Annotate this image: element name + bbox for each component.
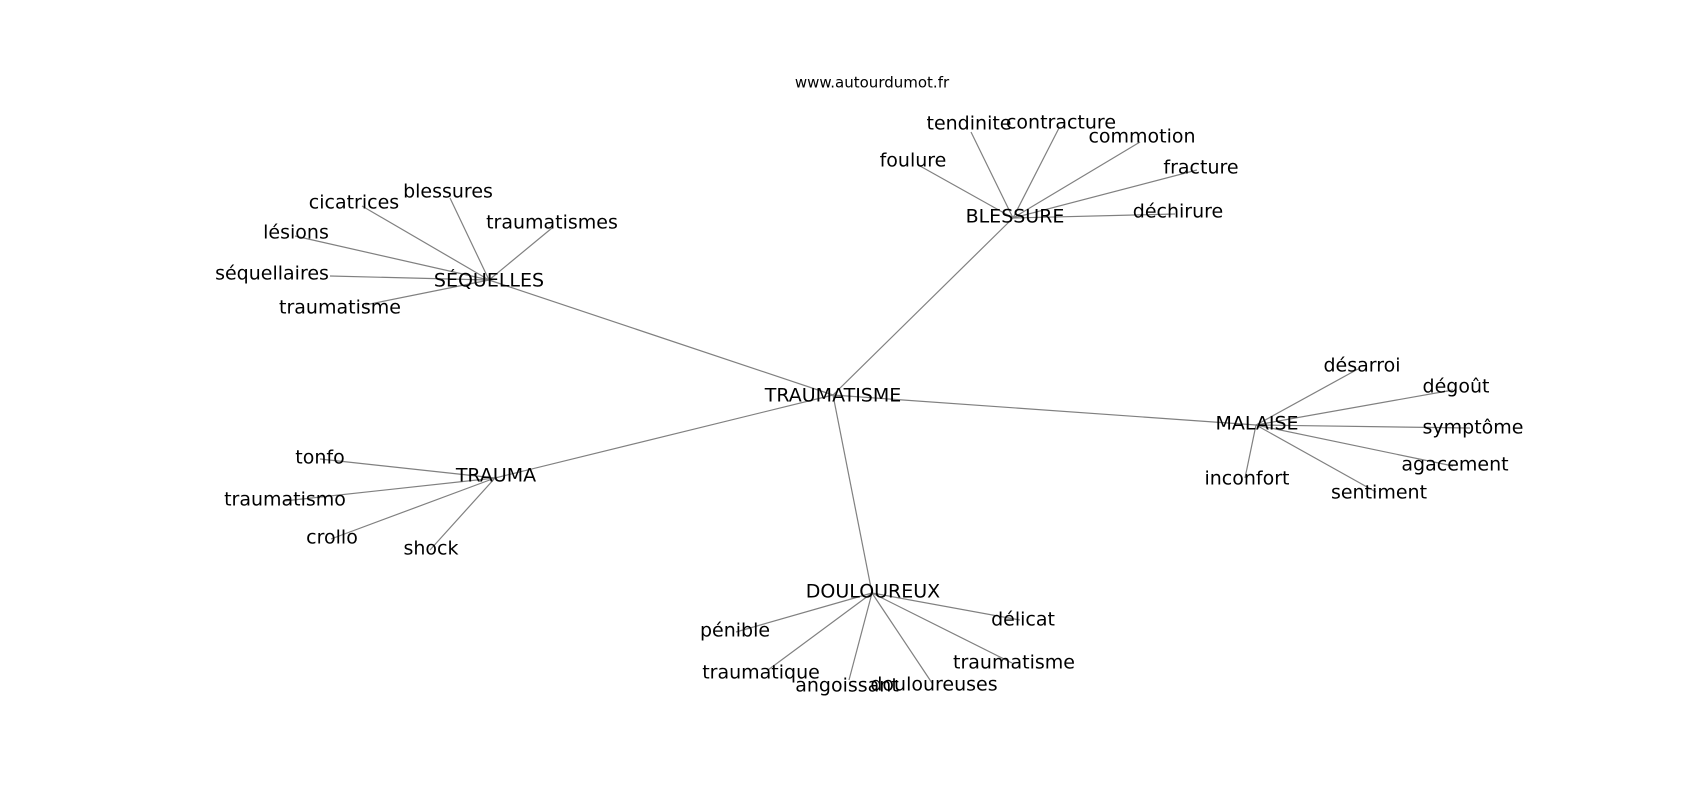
leaf-commotion: commotion [1088, 126, 1195, 148]
leaf-symptome: symptôme [1423, 417, 1524, 439]
leaf-tonfo: tonfo [295, 447, 344, 469]
leaf-blessures: blessures [403, 181, 493, 203]
leaf-dechirure: déchirure [1133, 201, 1223, 223]
leaf-traumatisme-douloureux: traumatisme [953, 652, 1075, 674]
leaf-penible: pénible [700, 620, 770, 642]
leaf-traumatique: traumatique [702, 662, 820, 684]
hub-trauma: TRAUMA [455, 465, 536, 487]
hub-blessure: BLESSURE [966, 206, 1065, 228]
edge-malaise-degout [1255, 389, 1454, 426]
edge-blessure-dechirure [1012, 213, 1176, 219]
leaf-shock: shock [403, 538, 458, 560]
leaf-desarroi: désarroi [1323, 355, 1400, 377]
graph-edges [283, 127, 1471, 684]
edge-center-blessure [832, 217, 1014, 396]
edge-center-trauma [494, 394, 834, 479]
edge-douloureux-traumatisme [871, 592, 1013, 664]
center-node: TRAUMATISME [764, 385, 902, 407]
edge-malaise-agacement [1255, 424, 1454, 467]
leaf-degout: dégoût [1423, 376, 1490, 398]
graph-labels: www.autourdumot.fr TRAUMATISME SÉQUELLES… [215, 74, 1523, 697]
leaf-lesions: lésions [263, 222, 329, 244]
leaf-fracture: fracture [1163, 157, 1238, 179]
edge-blessure-contracture [1012, 127, 1060, 219]
edge-trauma-shock [429, 477, 496, 551]
leaf-delicat: délicat [991, 609, 1055, 631]
hub-douloureux: DOULOUREUX [806, 581, 940, 603]
leaf-tendinite: tendinite [927, 113, 1012, 135]
edge-trauma-traumatismo [283, 477, 496, 502]
edge-sequelles-lesions [294, 235, 490, 281]
leaf-sentiment: sentiment [1331, 482, 1427, 504]
edge-malaise-desarroi [1255, 368, 1359, 426]
edge-malaise-inconfort [1244, 424, 1257, 479]
edge-malaise-sentiment [1255, 424, 1377, 493]
edge-douloureux-douloureuses [871, 592, 933, 684]
leaf-inconfort: inconfort [1204, 468, 1289, 490]
hub-sequelles: SÉQUELLES [434, 269, 544, 292]
leaf-contracture: contracture [1006, 112, 1116, 134]
edge-sequelles-cicatrices [361, 205, 490, 281]
leaf-cicatrices: cicatrices [309, 192, 399, 214]
edge-blessure-tendinite [970, 131, 1014, 219]
edge-sequelles-traumatismes [488, 227, 553, 281]
edge-center-malaise [832, 394, 1257, 426]
leaf-foulure: foulure [880, 150, 947, 172]
edge-trauma-crollo [330, 477, 496, 540]
leaf-angoissant: angoissant [795, 675, 899, 697]
edge-douloureux-traumatique [767, 592, 873, 671]
hub-malaise: MALAISE [1215, 413, 1298, 435]
edge-blessure-fracture [1012, 169, 1198, 219]
leaf-douloureuses: douloureuses [870, 674, 997, 696]
edge-center-douloureux [832, 394, 873, 594]
edge-center-sequelles [488, 279, 834, 396]
edge-sequelles-blessures [449, 197, 490, 281]
edge-blessure-commotion [1012, 141, 1141, 219]
edge-blessure-foulure [919, 165, 1014, 219]
edge-sequelles-traumatisme [364, 279, 490, 306]
leaf-traumatismes: traumatismes [486, 212, 618, 234]
leaf-crollo: crollo [306, 527, 358, 549]
edge-malaise-symptome [1255, 424, 1471, 429]
edge-trauma-tonfo [319, 458, 496, 479]
leaf-sequellaires: séquellaires [215, 263, 329, 285]
edge-sequelles-sequellaires [329, 275, 490, 281]
source-credit: www.autourdumot.fr [795, 74, 950, 92]
edge-douloureux-delicat [871, 592, 1021, 621]
edge-douloureux-angoissant [848, 592, 873, 681]
leaf-traumatisme-sequelles: traumatisme [279, 297, 401, 319]
edge-douloureux-penible [735, 592, 873, 633]
leaf-agacement: agacement [1401, 454, 1508, 476]
leaf-traumatismo: traumatismo [224, 489, 346, 511]
